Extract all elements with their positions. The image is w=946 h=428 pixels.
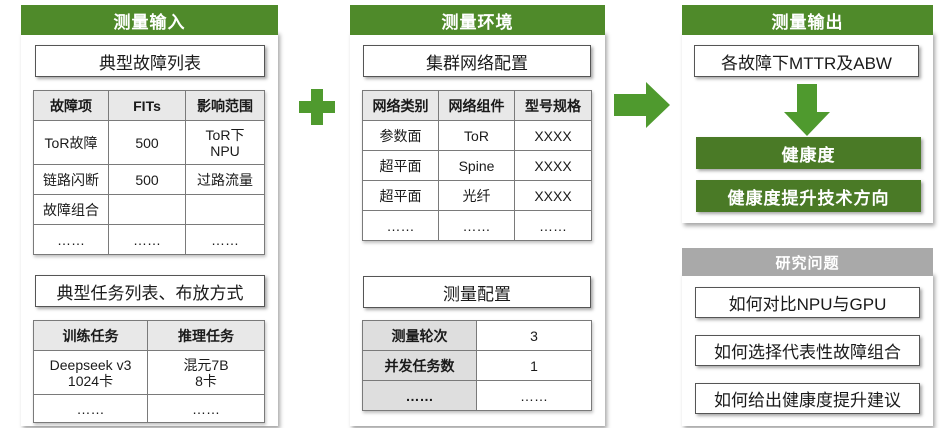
question-health-advice: 如何给出健康度提升建议	[695, 383, 920, 414]
table-row: 超平面 光纤 XXXX	[362, 180, 592, 211]
arrow-right-icon	[614, 82, 670, 128]
fault-cell: 过路流量	[185, 164, 265, 195]
fault-list-title: 典型故障列表	[35, 45, 265, 77]
table-row: 故障组合	[33, 194, 265, 225]
config-value: ……	[476, 380, 592, 411]
task-header-inference: 推理任务	[147, 320, 265, 351]
network-cell: 参数面	[362, 120, 439, 151]
output-banner: 测量输出	[682, 5, 933, 35]
question-npu-gpu: 如何对比NPU与GPU	[695, 287, 920, 318]
fault-cell	[185, 194, 265, 225]
network-cell: XXXX	[514, 180, 592, 211]
config-table: 测量轮次 3 并发任务数 1 …… ……	[362, 320, 592, 411]
network-header-component: 网络组件	[438, 90, 515, 121]
fault-header-item: 故障项	[33, 90, 109, 121]
table-row: Deepseek v3 1024卡 混元7B 8卡	[33, 350, 265, 395]
fault-cell: 500	[108, 164, 186, 195]
fault-header-fits: FITs	[108, 90, 186, 121]
question-fault-combo: 如何选择代表性故障组合	[695, 335, 920, 366]
network-table: 网络类别 网络组件 型号规格 参数面 ToR XXXX 超平面 Spine XX…	[362, 90, 592, 241]
health-direction-box: 健康度提升技术方向	[696, 180, 921, 212]
table-row: 参数面 ToR XXXX	[362, 120, 592, 151]
table-row: …… ……	[33, 394, 265, 423]
network-cell: ToR	[438, 120, 515, 151]
fault-cell: ……	[33, 224, 109, 255]
fault-cell: ……	[185, 224, 265, 255]
input-banner: 测量输入	[21, 5, 278, 35]
config-label: 并发任务数	[362, 350, 477, 381]
table-row: 链路闪断 500 过路流量	[33, 164, 265, 195]
network-cell: ……	[514, 210, 592, 241]
network-config-title: 集群网络配置	[363, 45, 591, 77]
config-label: 测量轮次	[362, 320, 477, 351]
network-header-spec: 型号规格	[514, 90, 592, 121]
network-cell: XXXX	[514, 120, 592, 151]
network-cell: ……	[362, 210, 439, 241]
table-row: 超平面 Spine XXXX	[362, 150, 592, 181]
task-cell: ……	[147, 394, 265, 423]
config-value: 1	[476, 350, 592, 381]
fault-cell: 链路闪断	[33, 164, 109, 195]
task-cell: ……	[33, 394, 148, 423]
network-header-category: 网络类别	[362, 90, 439, 121]
task-cell: Deepseek v3 1024卡	[33, 350, 148, 395]
health-box: 健康度	[696, 137, 921, 169]
network-cell: XXXX	[514, 150, 592, 181]
config-label: ……	[362, 380, 477, 411]
network-cell: 光纤	[438, 180, 515, 211]
plus-icon	[299, 89, 335, 125]
network-cell: Spine	[438, 150, 515, 181]
table-row: 并发任务数 1	[362, 350, 592, 381]
fault-cell	[108, 194, 186, 225]
task-header-training: 训练任务	[33, 320, 148, 351]
config-value: 3	[476, 320, 592, 351]
table-row: ToR故障 500 ToR下 NPU	[33, 120, 265, 165]
network-cell: 超平面	[362, 180, 439, 211]
task-cell: 混元7B 8卡	[147, 350, 265, 395]
task-table: 训练任务 推理任务 Deepseek v3 1024卡 混元7B 8卡 …… ……	[33, 320, 265, 423]
fault-cell: ToR故障	[33, 120, 109, 165]
task-list-title: 典型任务列表、布放方式	[35, 275, 265, 307]
fault-table: 故障项 FITs 影响范围 ToR故障 500 ToR下 NPU 链路闪断 50…	[33, 90, 265, 255]
measure-config-title: 测量配置	[363, 276, 591, 308]
research-banner: 研究问题	[682, 248, 933, 276]
network-cell: 超平面	[362, 150, 439, 181]
arrow-down-icon	[784, 84, 830, 136]
fault-cell: 故障组合	[33, 194, 109, 225]
table-row: …… …… ……	[362, 210, 592, 241]
mttr-abw-box: 各故障下MTTR及ABW	[694, 45, 919, 77]
fault-cell: 500	[108, 120, 186, 165]
env-banner: 测量环境	[350, 5, 605, 35]
table-row: …… ……	[362, 380, 592, 411]
fault-cell: ……	[108, 224, 186, 255]
network-cell: ……	[438, 210, 515, 241]
table-row: …… …… ……	[33, 224, 265, 255]
fault-cell: ToR下 NPU	[185, 120, 265, 165]
fault-header-scope: 影响范围	[185, 90, 265, 121]
table-row: 测量轮次 3	[362, 320, 592, 351]
